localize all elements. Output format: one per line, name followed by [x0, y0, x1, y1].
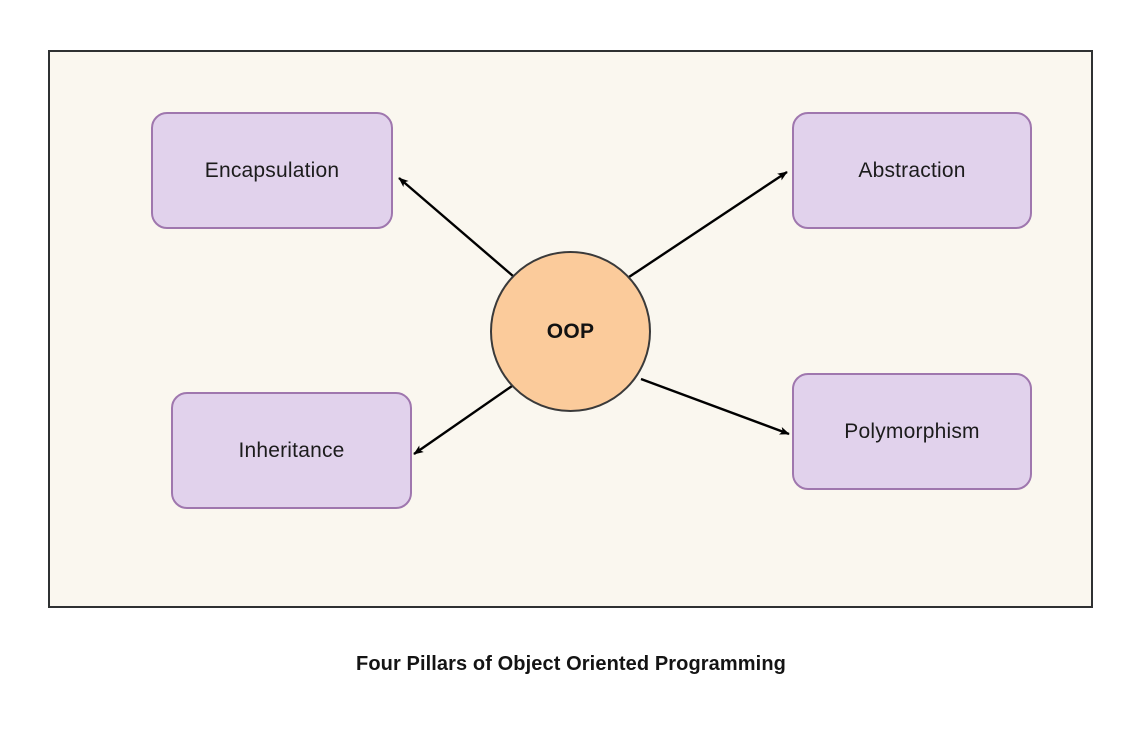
node-abstraction-label: Abstraction	[858, 158, 966, 182]
node-abstraction[interactable]: Abstraction	[792, 112, 1032, 229]
node-encapsulation-label: Encapsulation	[204, 158, 340, 182]
node-oop-center-label: OOP	[546, 319, 595, 343]
diagram-caption: Four Pillars of Object Oriented Programm…	[356, 653, 786, 675]
node-oop-center[interactable]: OOP	[490, 251, 651, 412]
node-inheritance[interactable]: Inheritance	[171, 392, 412, 509]
node-inheritance-label: Inheritance	[238, 438, 345, 462]
node-encapsulation[interactable]: Encapsulation	[151, 112, 393, 229]
node-polymorphism[interactable]: Polymorphism	[792, 373, 1032, 490]
node-polymorphism-label: Polymorphism	[844, 419, 980, 443]
